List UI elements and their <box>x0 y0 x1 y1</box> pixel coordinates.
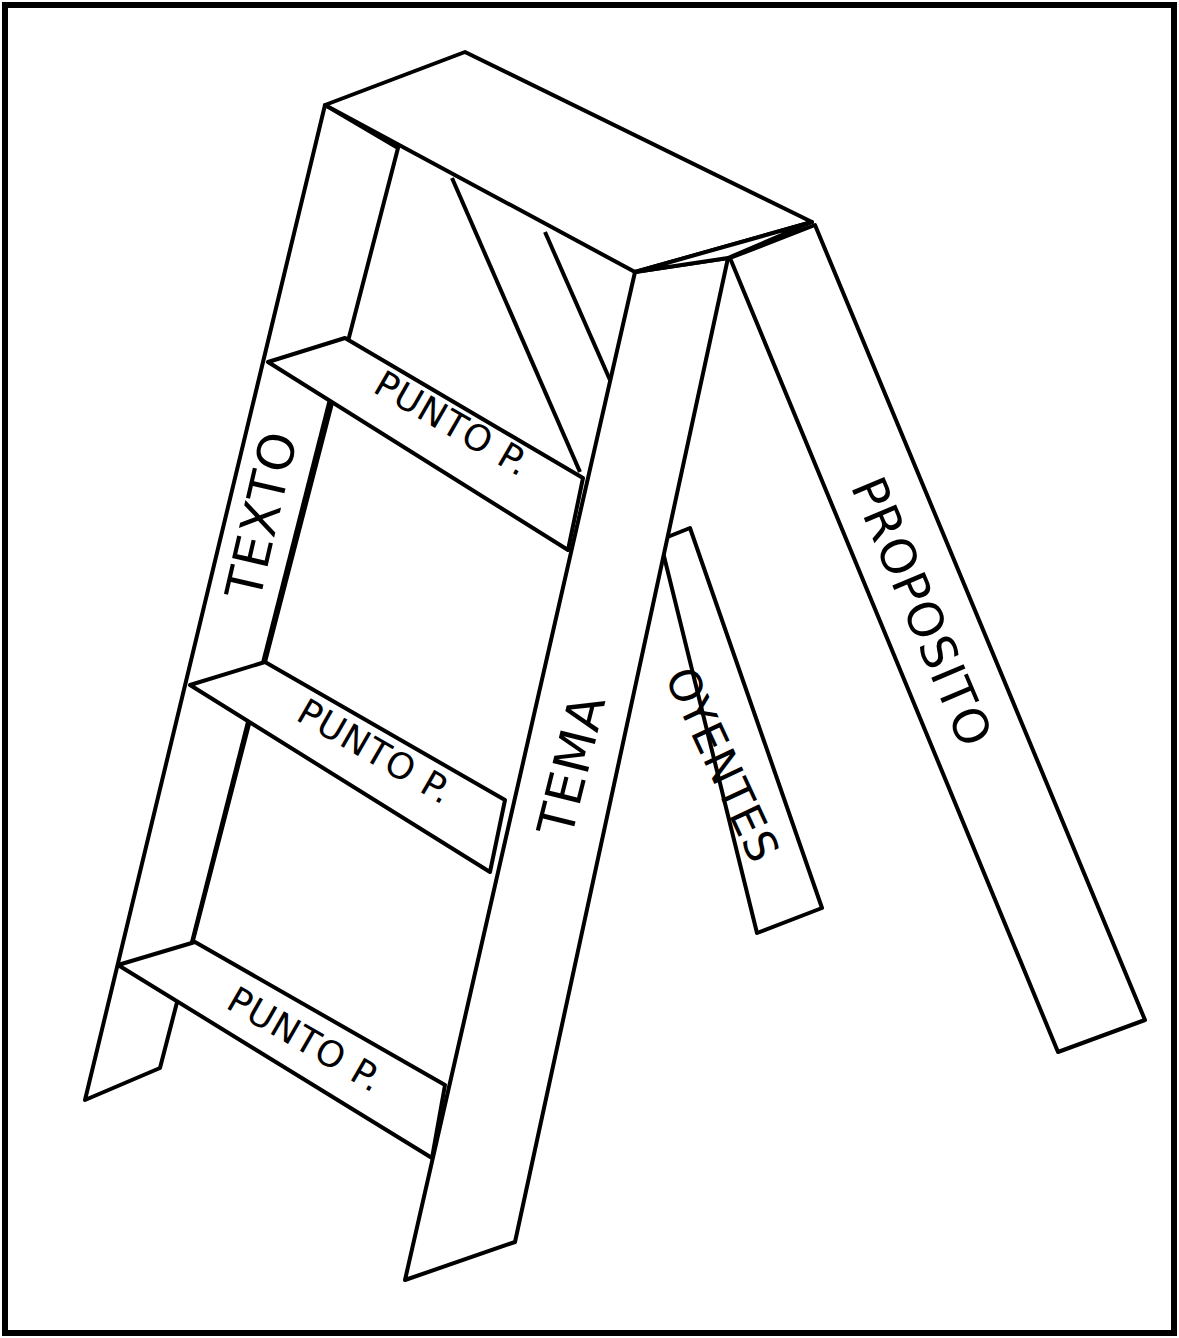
top-step <box>325 52 812 272</box>
rung <box>118 942 445 1158</box>
rung <box>190 662 505 872</box>
rung <box>268 338 583 550</box>
side-rail <box>85 105 398 1100</box>
top-step-edge <box>635 222 812 272</box>
rail-edge <box>190 340 345 950</box>
back-leg <box>730 225 1145 1052</box>
frame <box>5 5 1174 1333</box>
